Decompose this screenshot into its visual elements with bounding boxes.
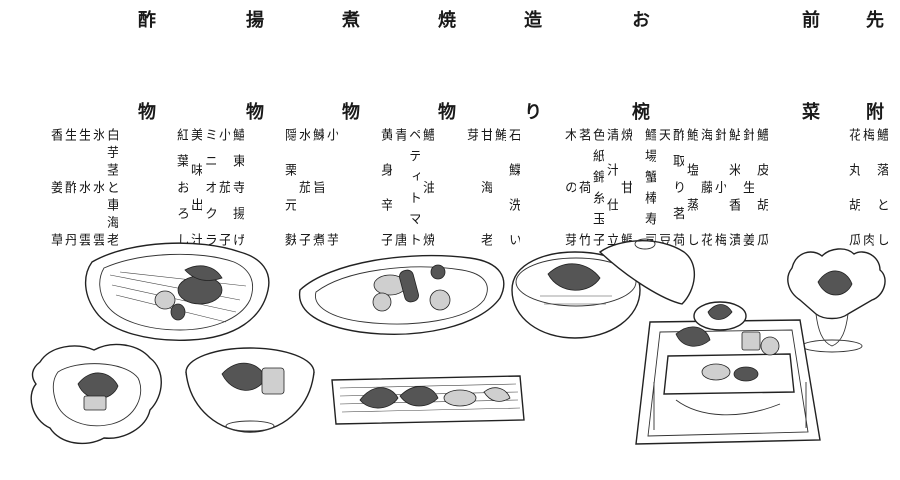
menu-item: 小芋: [324, 128, 338, 246]
menu-item: 鱧皮胡瓜: [754, 128, 768, 246]
menu-item: 酢取り茗荷: [670, 128, 684, 246]
section-items: 鱧皮胡瓜針生姜鮎米香漬針小梅海藤花鮑塩蒸し酢取り茗荷天豆鱈場蟹棒寿司: [642, 128, 768, 246]
menu-item: 白芋茎と車海老: [104, 128, 118, 246]
menu-item: 花丸胡瓜: [846, 128, 860, 246]
zensai-tray-illustration: [635, 301, 821, 445]
menu-item: 海藤花: [698, 128, 712, 246]
menu-item: 香姜草: [48, 128, 62, 246]
menu-item: 鱧落とし: [874, 128, 888, 246]
section-heading: お椀: [629, 10, 650, 120]
section-items: 鱧油焼ペティトマト青唐黄身辛子: [378, 128, 434, 246]
menu-item: 青唐: [392, 128, 406, 246]
menu-item: 木の芽: [562, 128, 576, 246]
menu-item: 生水雲: [76, 128, 90, 246]
menu-item: 黄身辛子: [378, 128, 392, 246]
menu-item: 梅肉: [860, 128, 874, 246]
section-heading: 酢物: [135, 10, 156, 120]
section-heading: 先附: [863, 10, 884, 120]
menu-item: 美味出汁: [188, 128, 202, 246]
menu-item: 水茄子: [296, 128, 310, 246]
menu-item: 氷水雲: [90, 128, 104, 246]
section-heading: 煮物: [339, 10, 360, 120]
menu-item: 茗荷竹: [576, 128, 590, 246]
menu-item: 針小梅: [712, 128, 726, 246]
section-items: 焼甘鯛清汁仕立色紙錦糸玉子茗荷竹木の芽: [562, 128, 632, 246]
menu-item: ペティトマト: [406, 128, 420, 246]
section-items: 鱧落とし梅肉花丸胡瓜: [846, 128, 888, 246]
menu-item: 生酢丹: [62, 128, 76, 246]
section-items: 白芋茎と車海老氷水雲生水雲生酢丹香姜草: [48, 128, 118, 246]
menu-item: 鱈場蟹棒寿司: [642, 128, 656, 246]
tsukuri-tray-illustration: [331, 375, 525, 425]
menu-item: 隠栗元麩: [282, 128, 296, 246]
menu-item: 石鰈洗い: [506, 128, 520, 246]
owan-lidded-bowl-illustration: [511, 238, 696, 339]
menu-item: 鮎米香漬: [726, 128, 740, 246]
menu-item: 紅葉おろし: [174, 128, 188, 246]
sunomono-flower-bowl-illustration: [30, 343, 162, 445]
section-items: 石鰈洗い鮪甘海老芽: [464, 128, 520, 246]
menu-item: 鮪: [492, 128, 506, 141]
menu-item: 小茄子: [216, 128, 230, 246]
menu-item: 鮑塩蒸し: [684, 128, 698, 246]
menu-item: 色紙錦糸玉子: [590, 128, 604, 246]
menu-item: 芽: [464, 128, 478, 141]
menu-item: 清汁仕立: [604, 128, 618, 246]
section-items: 鱚東寺揚げ小茄子ミニオクラ美味出汁紅葉おろし: [174, 128, 244, 246]
menu-item: 鱚東寺揚げ: [230, 128, 244, 246]
agemono-leaf-plate-illustration: [85, 242, 270, 341]
menu-item: 天豆: [656, 128, 670, 246]
yakimono-long-plate-illustration: [298, 254, 505, 335]
menu-item: 鰊旨煮: [310, 128, 324, 246]
section-heading: 造り: [521, 10, 542, 120]
section-heading: 前菜: [799, 10, 820, 120]
menu-item: 針生姜: [740, 128, 754, 246]
section-heading: 焼物: [435, 10, 456, 120]
section-items: 小芋鰊旨煮水茄子隠栗元麩: [282, 128, 338, 246]
menu-item: 鱧油焼: [420, 128, 434, 246]
section-heading: 揚物: [243, 10, 264, 120]
menu-item: ミニオクラ: [202, 128, 216, 246]
sakizuke-flower-glass-illustration: [787, 248, 886, 353]
menu-item: 焼甘鯛: [618, 128, 632, 246]
menu-item: 甘海老: [478, 128, 492, 246]
nimono-bowl-illustration: [185, 347, 315, 433]
